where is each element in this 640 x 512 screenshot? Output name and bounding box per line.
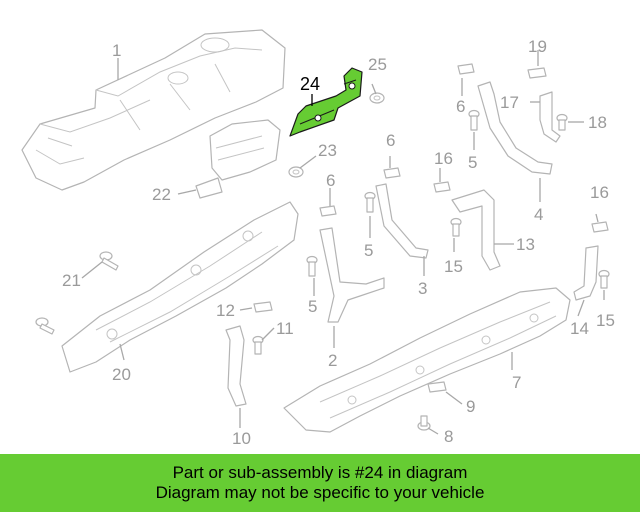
callout-14: 14 bbox=[570, 319, 589, 338]
part-bolt-21a[interactable] bbox=[99, 251, 119, 271]
callout-5a: 5 bbox=[468, 153, 477, 172]
part-strap-3[interactable] bbox=[375, 183, 429, 259]
callout-3: 3 bbox=[418, 279, 427, 298]
callout-19: 19 bbox=[528, 37, 547, 56]
part-bracket-10[interactable] bbox=[225, 325, 247, 407]
part-strap-4[interactable] bbox=[477, 81, 553, 175]
part-skid-plate-7[interactable] bbox=[283, 287, 571, 433]
exploded-parts-diagram: 1 2 3 4 5 5 5 5 6 6 6 7 8 9 10 11 12 13 … bbox=[21, 29, 615, 448]
callout-16b: 16 bbox=[590, 183, 609, 202]
part-heat-shield[interactable] bbox=[195, 119, 281, 199]
callout-23: 23 bbox=[318, 141, 337, 160]
callout-1: 1 bbox=[112, 41, 121, 60]
callout-24: 24 bbox=[300, 74, 320, 94]
callout-6c: 6 bbox=[326, 171, 335, 190]
part-nut-25[interactable] bbox=[369, 92, 385, 104]
part-bracket-2[interactable] bbox=[319, 227, 385, 323]
part-nut-23[interactable] bbox=[288, 166, 304, 178]
callout-11: 11 bbox=[276, 319, 294, 338]
callout-21: 21 bbox=[62, 271, 81, 290]
callout-6b: 6 bbox=[386, 131, 395, 150]
callout-13: 13 bbox=[516, 235, 535, 254]
part-fuel-tank[interactable] bbox=[21, 29, 286, 191]
part-24-shape bbox=[289, 67, 363, 137]
notice-banner: Part or sub-assembly is #24 in diagram D… bbox=[0, 454, 640, 512]
callout-17: 17 bbox=[500, 93, 519, 112]
part-strap-13[interactable] bbox=[451, 189, 501, 271]
leader-lines bbox=[81, 50, 605, 435]
callout-7: 7 bbox=[512, 373, 521, 392]
callout-22: 22 bbox=[152, 185, 171, 204]
callout-10: 10 bbox=[232, 429, 251, 448]
callout-15b: 15 bbox=[596, 311, 615, 330]
callout-8: 8 bbox=[444, 427, 453, 446]
fastener-clips bbox=[252, 63, 610, 431]
callout-4: 4 bbox=[534, 205, 543, 224]
part-bracket-14[interactable] bbox=[573, 245, 599, 301]
part-bolt-21b[interactable] bbox=[35, 317, 55, 335]
callout-5b: 5 bbox=[364, 241, 373, 260]
callout-25: 25 bbox=[368, 55, 387, 74]
callout-16a: 16 bbox=[434, 149, 453, 168]
callout-2: 2 bbox=[328, 351, 337, 370]
callout-15a: 15 bbox=[444, 257, 463, 276]
callout-12: 12 bbox=[216, 301, 235, 320]
banner-line-1: Part or sub-assembly is #24 in diagram bbox=[172, 463, 468, 482]
part-bracket-17[interactable] bbox=[539, 91, 561, 143]
callout-5c: 5 bbox=[308, 297, 317, 316]
callout-20: 20 bbox=[112, 365, 131, 384]
part-shield-20[interactable] bbox=[61, 201, 299, 373]
callout-18: 18 bbox=[588, 113, 607, 132]
callout-labels: 1 2 3 4 5 5 5 5 6 6 6 7 8 9 10 11 12 13 … bbox=[62, 37, 615, 448]
part-24-highlighted-bracket[interactable] bbox=[289, 67, 363, 137]
banner-line-2: Diagram may not be specific to your vehi… bbox=[155, 483, 485, 502]
callout-6a: 6 bbox=[456, 97, 465, 116]
callout-9: 9 bbox=[466, 397, 475, 416]
